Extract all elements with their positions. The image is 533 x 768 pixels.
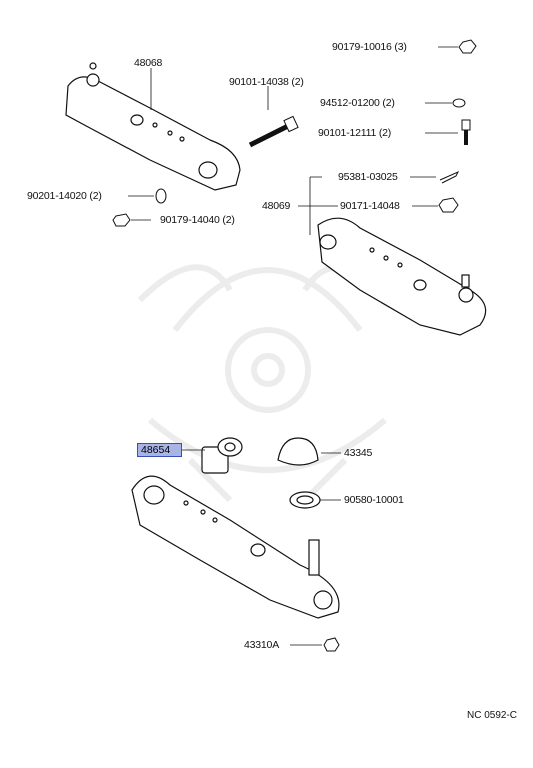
nut-43310A — [323, 637, 340, 652]
label-48068: 48068 — [134, 57, 163, 69]
bump-stopper-43345 — [277, 437, 319, 466]
label-94512-01200: 94512-01200 (2) — [320, 97, 395, 109]
label-90101-12111: 90101-12111 (2) — [318, 127, 392, 139]
lower-arm-48069 — [317, 217, 487, 336]
leader-lines — [128, 46, 458, 646]
label-90201-14020: 90201-14020 (2) — [27, 190, 102, 202]
highlight-box-48654[interactable]: 48654 — [137, 443, 182, 457]
label-90580-10001: 90580-10001 — [344, 494, 404, 506]
nut-90179-10016 — [458, 39, 477, 54]
label-43345: 43345 — [344, 447, 373, 459]
bushing-48654 — [201, 437, 243, 474]
cotter-pin-95381-03025 — [439, 170, 460, 184]
label-48069: 48069 — [262, 200, 291, 212]
label-90171-14048: 90171-14048 — [340, 200, 400, 212]
label-90179-10016: 90179-10016 (3) — [332, 41, 407, 53]
bolt-90101-12111 — [461, 119, 471, 145]
label-43310A: 43310A — [244, 639, 280, 651]
nut-90171-14048 — [438, 197, 459, 213]
label-95381-03025: 95381-03025 — [338, 171, 398, 183]
lower-arm — [131, 475, 340, 619]
label-48654[interactable]: 48654 — [141, 444, 171, 456]
label-90179-14040: 90179-14040 (2) — [160, 214, 235, 226]
label-90101-14038: 90101-14038 (2) — [229, 76, 304, 88]
diagram-code: NC 0592-C — [466, 710, 517, 721]
washer-90201-14020 — [155, 188, 167, 204]
watermark-emblem — [137, 264, 398, 503]
washer-94512-01200 — [452, 98, 466, 108]
washer-90580-10001 — [289, 491, 321, 509]
nut-90179-14040 — [112, 213, 131, 227]
bolt-90101-14038 — [248, 115, 299, 148]
upper-arm-48068 — [65, 62, 241, 191]
